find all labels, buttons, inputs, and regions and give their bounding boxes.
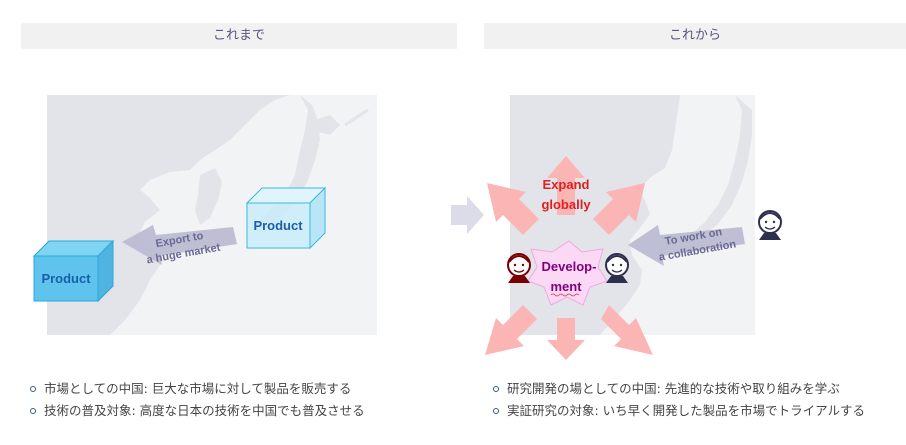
person-icon-japanese-local [605,253,629,283]
bullet-text: 市場としての中国: 巨大な市場に対して製品を販売する [44,381,352,396]
arrow-down-left [485,305,537,355]
expand-arrows [485,156,653,360]
panel-header-after: これから [484,23,906,49]
bullet-text: 技術の普及対象: 高度な日本の技術を中国でも普及させる [44,403,365,418]
development-label-line2: ment [550,279,582,294]
bullet-text: 研究開発の場としての中国: 先進的な技術や取り組みを学ぶ [507,381,840,396]
bullet-list-before: 市場としての中国: 巨大な市場に対して製品を販売する 技術の普及対象: 高度な日… [28,378,365,422]
bullet-list-after: 研究開発の場としての中国: 先進的な技術や取り組みを学ぶ 実証研究の対象: いち… [491,378,865,422]
arrow-up-left [487,183,539,235]
development-label-line1: Develop- [542,259,597,274]
product-box-japan [245,186,327,250]
person-icon-chinese [507,253,531,283]
product-label-china: Product [41,271,91,286]
arrow-up-right [593,183,645,235]
person-icon-japan [758,210,782,240]
arrow-down [547,318,585,360]
bullet-item: 実証研究の対象: いち早く開発した製品を市場でトライアルする [491,400,865,422]
panel-header-before: これまで [21,23,457,49]
transition-arrow [451,196,484,234]
bullet-icon [493,408,499,414]
development-star [527,240,608,306]
bullet-item: 研究開発の場としての中国: 先進的な技術や取り組みを学ぶ [491,378,865,400]
export-arrow [122,225,237,265]
expand-label-line2: globally [541,197,591,212]
bullet-item: 技術の普及対象: 高度な日本の技術を中国でも普及させる [28,400,365,422]
expand-label-line1: Expand [543,177,590,192]
spellcheck-underline [550,293,580,297]
bullet-icon [30,408,36,414]
bullet-icon [30,386,36,392]
bullet-icon [493,386,499,392]
bullet-text: 実証研究の対象: いち早く開発した製品を市場でトライアルする [507,403,866,418]
arrow-down-right [601,305,653,355]
collaboration-arrow [628,225,745,266]
bullet-item: 市場としての中国: 巨大な市場に対して製品を販売する [28,378,365,400]
product-box-china [32,239,115,303]
arrow-up [547,156,585,215]
product-label-japan: Product [253,218,303,233]
